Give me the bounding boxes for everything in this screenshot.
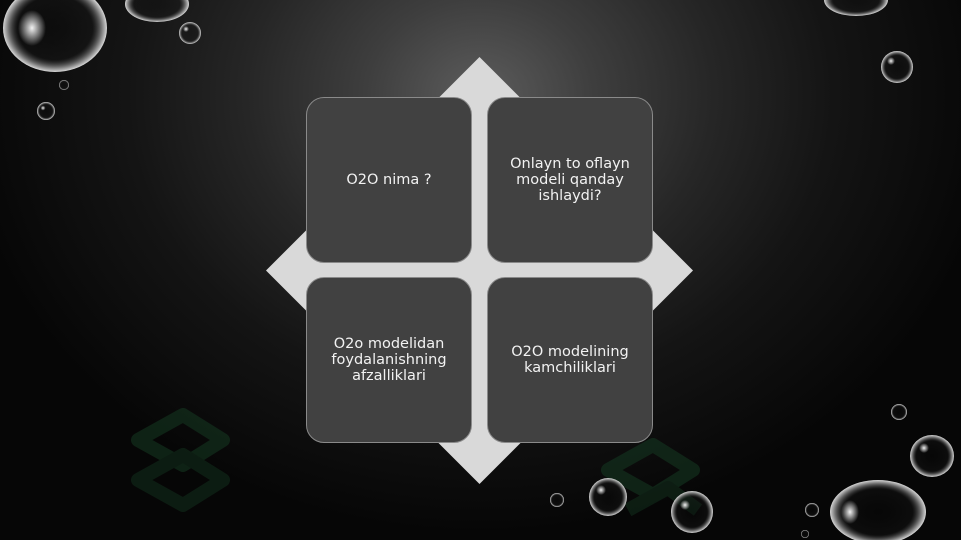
water-drop-icon <box>830 480 926 540</box>
water-drop-icon <box>801 530 809 538</box>
water-drop-icon <box>910 435 954 477</box>
water-drop-icon <box>671 491 713 533</box>
water-drop-icon <box>824 0 888 16</box>
cycle-item-2: Onlayn to oflayn modeli qanday ishlaydi? <box>487 97 653 263</box>
cycle-item-1: O2O nima ? <box>306 97 472 263</box>
water-drop-icon <box>589 478 627 516</box>
cycle-item-label: O2O nima ? <box>346 172 432 188</box>
water-drop-icon <box>3 0 107 72</box>
cycle-item-label: O2o modelidan foydalanishning afzallikla… <box>331 336 447 384</box>
water-drop-icon <box>37 102 55 120</box>
water-drop-icon <box>125 0 189 22</box>
water-drop-icon <box>550 493 564 507</box>
chevron-watermark-icon <box>131 408 230 512</box>
water-drop-icon <box>881 51 913 83</box>
water-drop-icon <box>59 80 69 90</box>
cycle-item-label: Onlayn to oflayn modeli qanday ishlaydi? <box>510 156 630 204</box>
water-drop-icon <box>891 404 907 420</box>
cycle-item-4: O2O modelining kamchiliklari <box>487 277 653 443</box>
cycle-item-label: O2O modelining kamchiliklari <box>511 344 629 376</box>
cycle-item-3: O2o modelidan foydalanishning afzallikla… <box>306 277 472 443</box>
water-drop-icon <box>179 22 201 44</box>
water-drop-icon <box>805 503 819 517</box>
